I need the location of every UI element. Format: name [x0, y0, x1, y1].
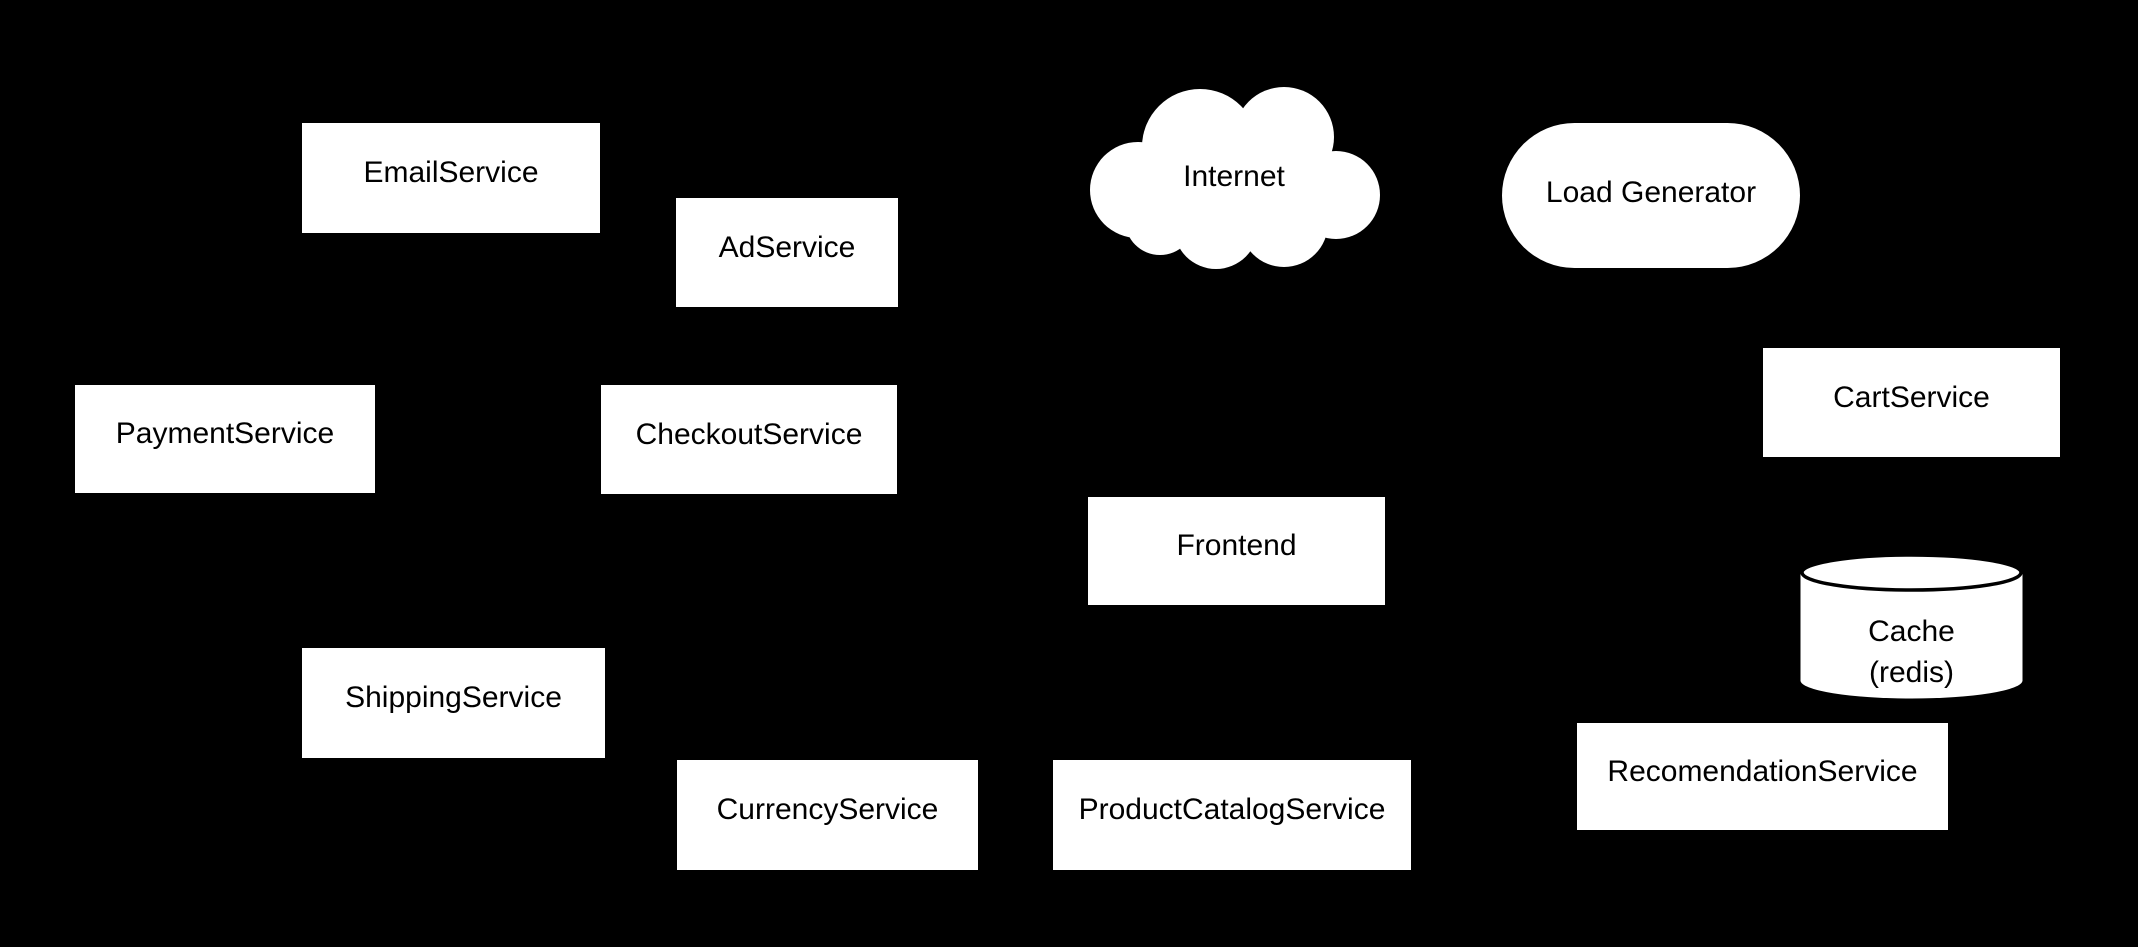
node-label: PaymentService	[115, 417, 335, 450]
node-label: EmailService	[363, 156, 539, 189]
node-load-generator: Load Generator	[1502, 123, 1800, 268]
node-cache-redis: Cache (redis)	[1800, 553, 2023, 700]
node-label: Frontend	[1176, 529, 1297, 562]
database-cylinder-icon	[1800, 553, 2023, 699]
node-cart-service: CartService	[1763, 348, 2060, 457]
node-label: CartService	[1833, 380, 1990, 414]
node-email-service: EmailService	[302, 123, 600, 233]
node-label: Internet	[1183, 160, 1285, 194]
node-label: ShippingService	[345, 681, 562, 714]
node-currency-service: CurrencyService	[677, 760, 978, 870]
node-shipping-service: ShippingService	[302, 648, 605, 758]
cloud-icon	[1090, 87, 1380, 269]
node-product-catalog-service: ProductCatalogService	[1053, 760, 1411, 870]
node-label: CheckoutService	[635, 417, 863, 451]
node-label-line1: Cache	[1868, 615, 1955, 648]
node-label-line2: (redis)	[1868, 655, 1954, 689]
node-ad-service: AdService	[676, 198, 898, 307]
node-recommendation-service: RecomendationService	[1577, 723, 1948, 830]
node-checkout-service: CheckoutService	[601, 385, 897, 494]
node-label: RecomendationService	[1607, 754, 1918, 788]
node-frontend: Frontend	[1088, 497, 1385, 605]
node-label: Load Generator	[1545, 175, 1757, 209]
node-label: CurrencyService	[716, 793, 939, 826]
node-internet-cloud: Internet	[1088, 85, 1380, 270]
node-payment-service: PaymentService	[75, 385, 375, 493]
node-label: AdService	[718, 230, 856, 264]
node-label: ProductCatalogService	[1078, 793, 1386, 826]
